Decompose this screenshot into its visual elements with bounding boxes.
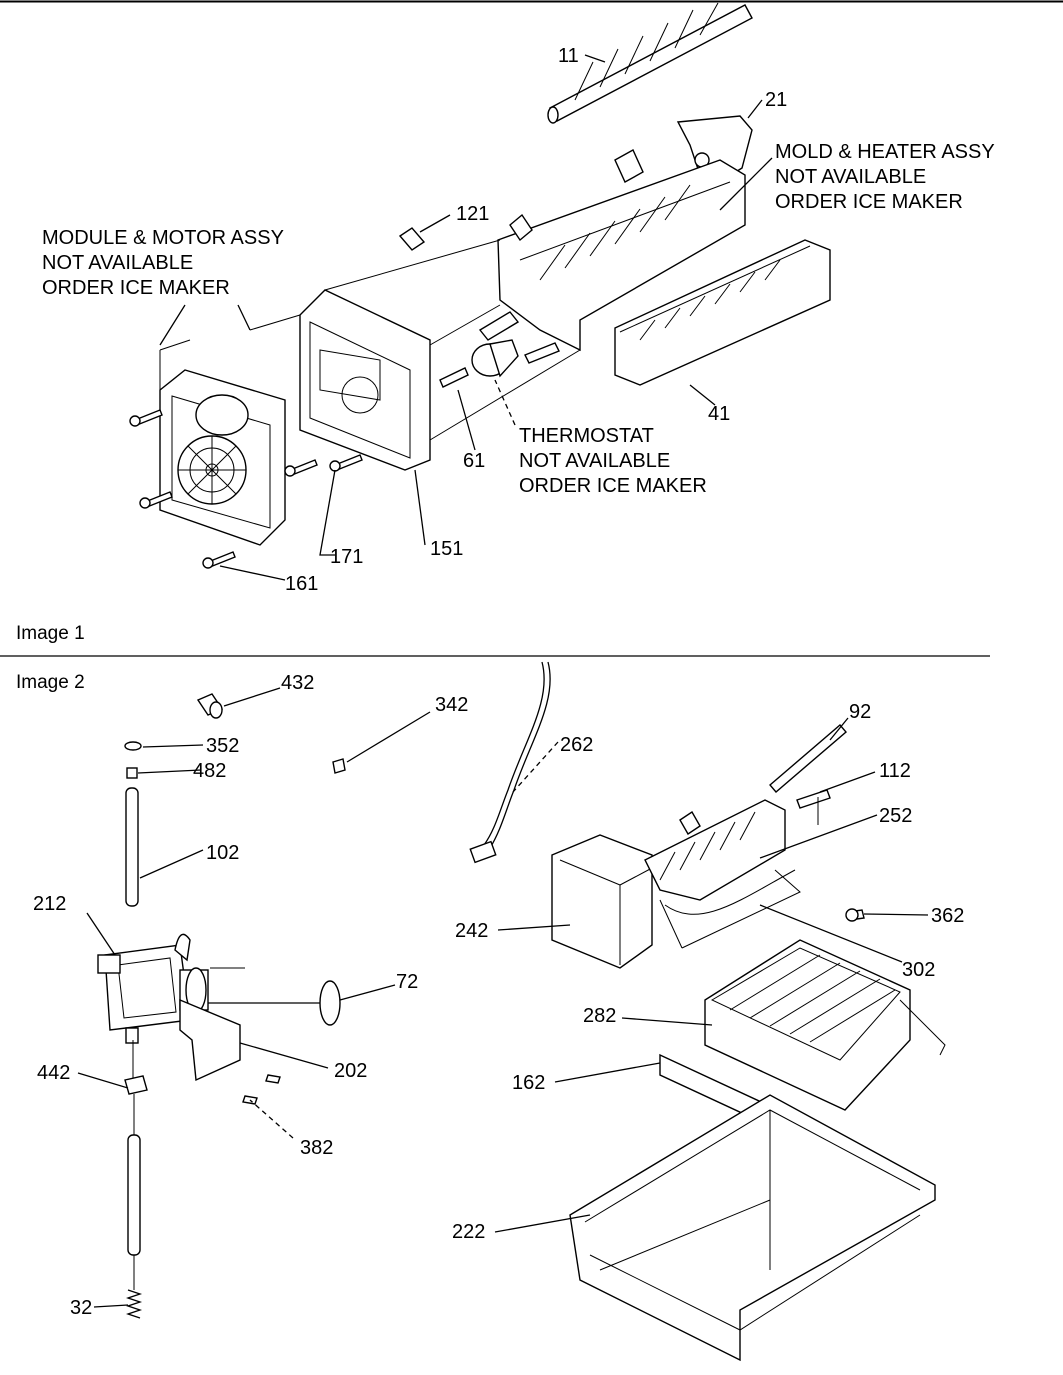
part-382-screw (265, 1074, 281, 1084)
callout-282: 282 (583, 1005, 616, 1027)
callout-362: 362 (931, 905, 964, 927)
thermostat-parts (439, 311, 560, 388)
image-1-drawing (129, 2, 831, 581)
part-262-harness (483, 661, 545, 846)
callout-32: 32 (70, 1297, 92, 1319)
part-41-shield (614, 239, 831, 386)
mold-assembly (497, 149, 746, 352)
part-151-housing (299, 289, 431, 471)
callout-382: 382 (300, 1137, 333, 1159)
part-202-bracket (179, 998, 241, 1082)
image-2-drawing (77, 661, 946, 1362)
part-212-valve (97, 933, 245, 1044)
callout-171: 171 (330, 546, 363, 568)
part-92-shaft (769, 724, 847, 793)
callout-242: 242 (455, 920, 488, 942)
part-161-screws (129, 409, 363, 569)
callout-252: 252 (879, 805, 912, 827)
callout-262: 262 (560, 734, 593, 756)
note-mold-line-2: NOT AVAILABLE (775, 166, 926, 188)
callout-352: 352 (206, 735, 239, 757)
callout-442: 442 (37, 1062, 70, 1084)
note-thermostat-line-3: ORDER ICE MAKER (519, 475, 707, 497)
callout-202: 202 (334, 1060, 367, 1082)
icemaker-assembly (551, 799, 801, 969)
section-label-image-2: Image 2 (16, 672, 85, 693)
callout-302: 302 (902, 959, 935, 981)
callout-41: 41 (708, 403, 730, 425)
part-121-clip (398, 227, 426, 251)
note-module-line-3: ORDER ICE MAKER (42, 277, 230, 299)
callout-432: 432 (281, 672, 314, 694)
part-442-nut (124, 1075, 148, 1095)
callout-61: 61 (463, 450, 485, 472)
lower-tube (127, 1134, 141, 1256)
callout-212: 212 (33, 893, 66, 915)
part-112 (796, 789, 831, 809)
callout-161: 161 (285, 573, 318, 595)
note-thermostat-line-2: NOT AVAILABLE (519, 450, 670, 472)
callout-11: 11 (558, 45, 579, 67)
part-32-spring (125, 1289, 143, 1319)
part-352 (124, 741, 142, 751)
part-102-tube (125, 787, 139, 907)
note-mold-line-3: ORDER ICE MAKER (775, 191, 963, 213)
callout-222: 222 (452, 1221, 485, 1243)
note-thermostat-line-1: THERMOSTAT (519, 425, 654, 447)
part-11-ejector (547, 2, 753, 124)
callout-151: 151 (430, 538, 463, 560)
callout-92: 92 (849, 701, 871, 723)
note-module-line-1: MODULE & MOTOR ASSY (42, 227, 284, 249)
callout-102: 102 (206, 842, 239, 864)
part-282-insert (704, 939, 946, 1111)
callout-121: 121 (456, 203, 489, 225)
section-label-image-1: Image 1 (16, 623, 85, 644)
note-module-line-2: NOT AVAILABLE (42, 252, 193, 274)
note-mold-line-1: MOLD & HEATER ASSY (775, 141, 995, 163)
callout-21: 21 (765, 89, 787, 111)
part-222-bucket (569, 1094, 936, 1362)
part-482 (126, 767, 138, 779)
part-72 (319, 980, 341, 1026)
module-plate (159, 369, 286, 546)
part-342 (332, 758, 346, 774)
callout-112: 112 (879, 760, 911, 782)
callout-72: 72 (396, 971, 418, 993)
callout-162: 162 (512, 1072, 545, 1094)
callout-482: 482 (193, 760, 226, 782)
callout-342: 342 (435, 694, 468, 716)
